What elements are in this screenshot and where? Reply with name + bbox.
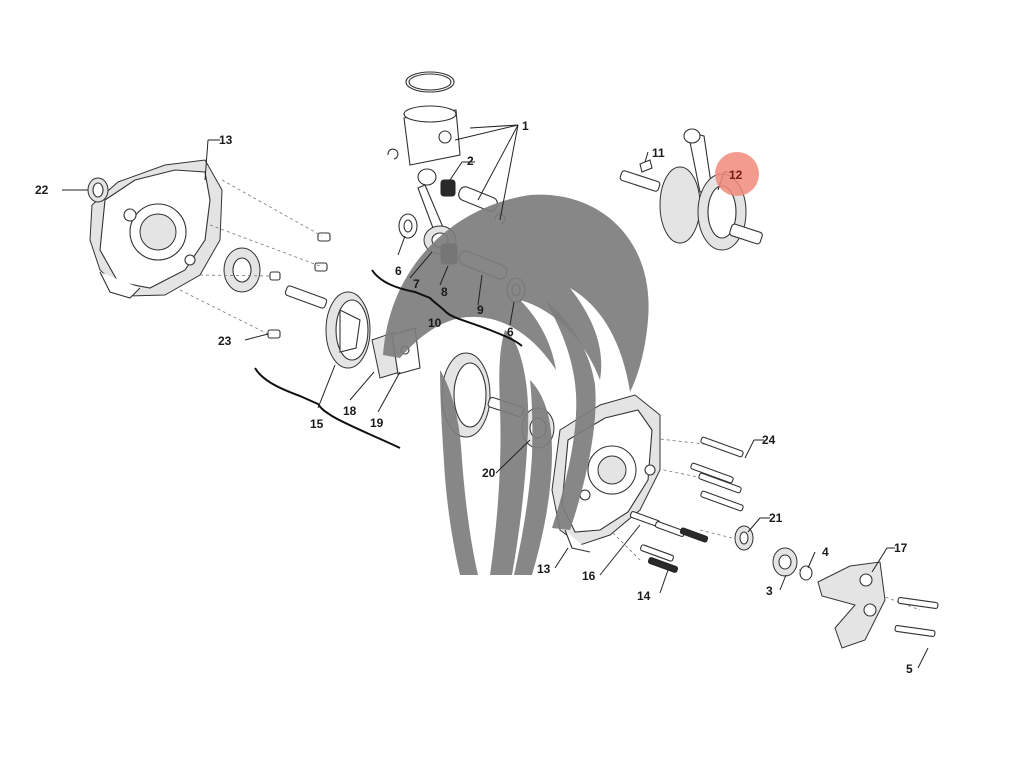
label-15[interactable]: 15 [310, 417, 324, 431]
label-12[interactable]: 12 [729, 168, 743, 182]
label-1[interactable]: 1 [522, 119, 529, 133]
bearing-left-part[interactable] [223, 247, 261, 293]
washer-part-6-left[interactable] [398, 213, 418, 239]
dowel-pins-left[interactable] [267, 232, 331, 339]
selected-part-highlight [715, 152, 759, 196]
bolts-part-16[interactable] [629, 511, 709, 543]
brace-group-10 [371, 269, 523, 347]
label-4[interactable]: 4 [822, 545, 829, 559]
key-part-11[interactable] [639, 159, 653, 173]
label-22[interactable]: 22 [35, 183, 49, 197]
washer-part-4[interactable] [799, 565, 813, 581]
label-23[interactable]: 23 [218, 334, 232, 348]
label-11[interactable]: 11 [652, 146, 665, 160]
label-16[interactable]: 16 [582, 569, 596, 583]
left-crankcase-part[interactable] [89, 159, 223, 299]
label-18[interactable]: 18 [343, 404, 357, 418]
label-17[interactable]: 17 [894, 541, 908, 555]
label-14[interactable]: 14 [637, 589, 651, 603]
left-flywheel-part[interactable] [284, 285, 371, 369]
part-labels: 1 2 11 12 13 22 23 6 7 8 9 10 6 18 19 15… [35, 119, 913, 676]
label-10[interactable]: 10 [428, 316, 442, 330]
bolts-part-14[interactable] [640, 544, 679, 573]
bracket-part-17[interactable] [817, 561, 886, 649]
label-7[interactable]: 7 [413, 277, 420, 291]
label-2[interactable]: 2 [467, 154, 474, 168]
brace-group-15 [254, 367, 401, 449]
label-9[interactable]: 9 [477, 303, 484, 317]
needle-bearing-part-2[interactable] [440, 179, 456, 197]
bolts-part-24[interactable] [690, 436, 744, 512]
bolts-part-5[interactable] [894, 596, 939, 638]
leader-lines [62, 124, 929, 669]
label-3[interactable]: 3 [766, 584, 773, 598]
sprocket-part-3[interactable] [772, 547, 798, 577]
label-24[interactable]: 24 [762, 433, 776, 447]
oil-seal-part-22[interactable] [87, 177, 109, 203]
palm-tree-logo [383, 194, 649, 575]
label-8[interactable]: 8 [441, 285, 448, 299]
label-21[interactable]: 21 [769, 511, 783, 525]
label-6-right[interactable]: 6 [507, 325, 514, 339]
label-19[interactable]: 19 [370, 416, 384, 430]
label-6-left[interactable]: 6 [395, 264, 402, 278]
label-13-top[interactable]: 13 [219, 133, 233, 147]
label-20[interactable]: 20 [482, 466, 496, 480]
label-13-bottom[interactable]: 13 [537, 562, 551, 576]
label-5[interactable]: 5 [906, 662, 913, 676]
